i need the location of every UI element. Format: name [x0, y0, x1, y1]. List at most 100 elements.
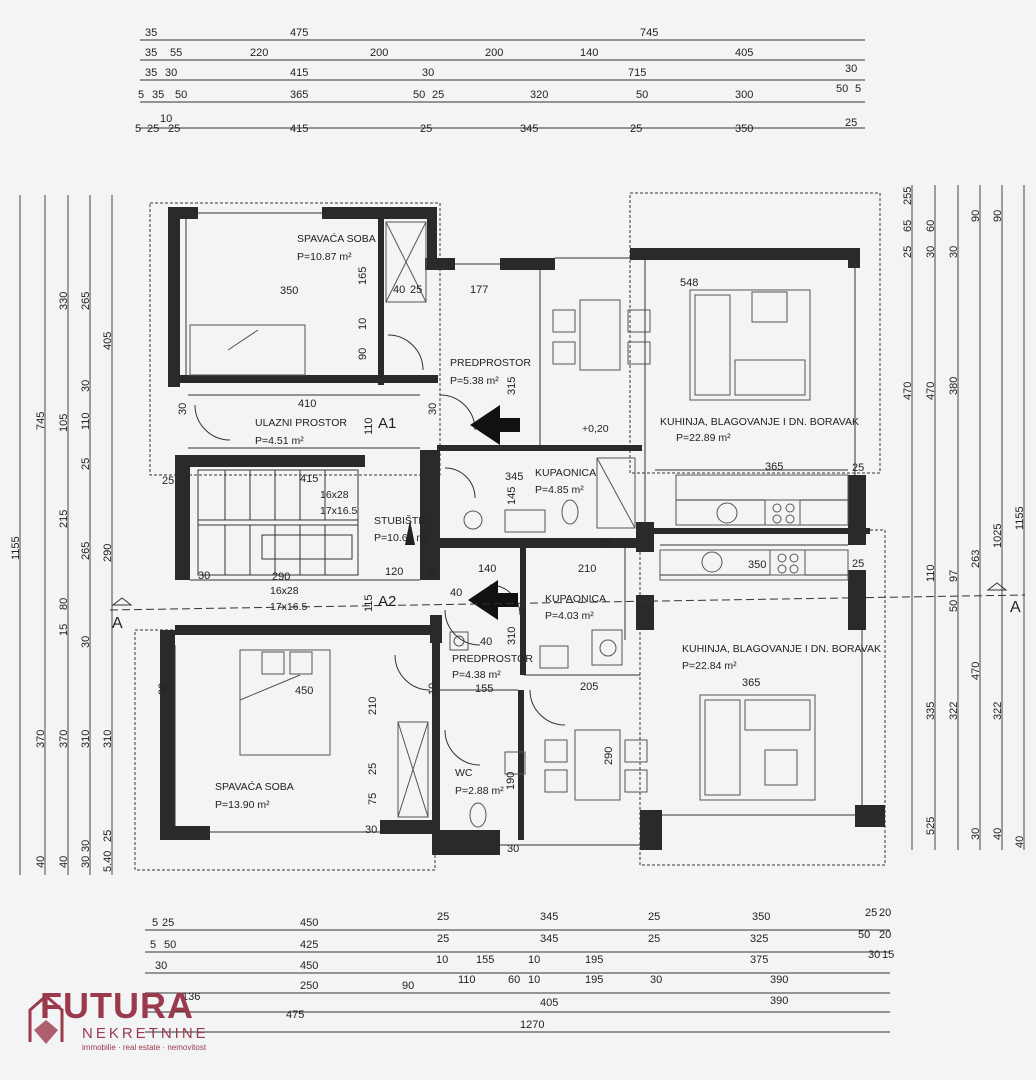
dim-left: 30: [80, 380, 92, 392]
dim-top: 35: [152, 89, 164, 101]
dim-right: 322: [992, 702, 1004, 720]
toilet-icon: [469, 802, 487, 828]
room-area: P=22.84 m²: [682, 660, 737, 672]
dim-bottom: 25: [865, 907, 877, 919]
dim-right: 40: [1014, 836, 1026, 848]
dim-left: 370: [35, 730, 47, 748]
dim-left: 105: [58, 414, 70, 432]
dim-bottom: 475: [286, 1009, 304, 1021]
dim-interior: 25: [852, 462, 864, 474]
toilet-icon: [561, 499, 579, 525]
dim-bottom: 25: [648, 911, 660, 923]
dim-top: 30: [165, 67, 177, 79]
room-area: P=4.38 m²: [452, 669, 501, 681]
dim-interior: 145: [506, 487, 518, 505]
dim-bottom: 25: [648, 933, 660, 945]
dim-right: 30: [948, 246, 960, 258]
door-arc: [444, 467, 476, 499]
dim-bottom: 10: [436, 954, 448, 966]
dim-top: 30: [845, 63, 857, 75]
left-dimension-lines: 745 1155 405 330 265 30 105 110 25 215 2…: [10, 195, 114, 875]
dim-top: 10: [160, 113, 172, 125]
room-area: P=22.89 m²: [676, 432, 731, 444]
room-name: KUPAONICA: [545, 593, 606, 605]
dim-bottom: 425: [300, 939, 318, 951]
dim-interior: 75: [367, 793, 379, 805]
room-area: P=4.85 m²: [535, 484, 584, 496]
dim-left: 265: [80, 542, 92, 560]
dim-top: 5: [135, 123, 141, 135]
dim-interior: 30: [198, 570, 210, 582]
dim-bottom: 110: [458, 974, 476, 986]
dim-interior: 205: [580, 681, 598, 693]
room-area: P=4.51 m²: [255, 435, 304, 447]
dim-right: 97: [948, 570, 960, 582]
dim-top: 25: [147, 123, 159, 135]
dim-bottom: 345: [540, 911, 558, 923]
dim-bottom: 50: [858, 929, 870, 941]
dim-top: 475: [290, 27, 308, 39]
dim-left: 40: [35, 856, 47, 868]
dim-interior: 190: [505, 772, 517, 790]
dim-right: 380: [948, 377, 960, 395]
dim-left: 5.40: [102, 851, 114, 872]
dim-bottom: 5: [150, 939, 156, 951]
dim-interior: 25: [852, 558, 864, 570]
stair-spec: 16x28: [270, 585, 299, 597]
dim-bottom: 390: [770, 995, 788, 1007]
room-name: WC: [455, 767, 473, 779]
dim-bottom: 30: [868, 949, 880, 961]
dim-interior: 30: [507, 843, 519, 855]
stove-icon: [769, 549, 806, 576]
dim-interior: 310: [506, 627, 518, 645]
dim-interior: 30: [157, 683, 169, 695]
room-name: SPAVAĆA SOBA: [297, 232, 376, 245]
dim-left: 310: [102, 730, 114, 748]
room-area: P=2.88 m²: [455, 785, 504, 797]
brand-name: FUTURA: [40, 985, 194, 1026]
stair-spec: 17x16.5: [270, 601, 308, 613]
dim-interior: 30: [427, 568, 439, 580]
dim-right: 90: [992, 210, 1004, 222]
door-arc: [439, 394, 476, 431]
dim-bottom: 30: [650, 974, 662, 986]
dim-top: 50: [175, 89, 187, 101]
room-area: P=10.87 m²: [297, 251, 352, 263]
dim-interior: 415: [300, 473, 318, 485]
dim-right: 30: [925, 246, 937, 258]
dim-top: 55: [170, 47, 182, 59]
dim-left: 370: [58, 730, 70, 748]
dim-top: 320: [530, 89, 548, 101]
dim-bottom: 60: [508, 974, 520, 986]
sofa-icon: [699, 694, 816, 801]
dim-right: 65: [902, 220, 914, 232]
dim-bottom: 350: [752, 911, 770, 923]
dim-bottom: 90: [402, 980, 414, 992]
dim-right: 110: [925, 564, 937, 582]
brand-subtitle: NEKRETNINE: [82, 1025, 209, 1042]
dim-bottom: 250: [300, 980, 318, 992]
sink-icon: [504, 509, 546, 533]
dim-right: 255: [902, 187, 914, 205]
dim-top: 220: [250, 47, 268, 59]
door-arc: [529, 689, 566, 726]
washing-machine-icon: [463, 510, 483, 530]
dim-top: 25: [168, 123, 180, 135]
dim-bottom: 10: [528, 974, 540, 986]
dim-top: 745: [640, 27, 658, 39]
room-name: PREDPROSTOR: [452, 653, 533, 665]
dim-right: 90: [970, 210, 982, 222]
staircase: [197, 469, 415, 576]
dim-interior: 345: [505, 471, 523, 483]
dim-interior: 115: [363, 594, 375, 612]
dim-interior: 365: [742, 677, 760, 689]
marker-a2: A2: [378, 593, 396, 610]
dim-interior: 30: [427, 403, 439, 415]
dim-bottom: 20: [879, 929, 891, 941]
dim-interior: 177: [470, 284, 488, 296]
dim-interior: 110: [363, 417, 375, 435]
dim-left: 25: [102, 830, 114, 842]
entry-arrow-icon: [468, 580, 518, 620]
top-dimension-lines: 35 475 745 35 55 220 200 200 140 405 35 …: [135, 27, 865, 135]
dim-interior: 120: [385, 566, 403, 578]
